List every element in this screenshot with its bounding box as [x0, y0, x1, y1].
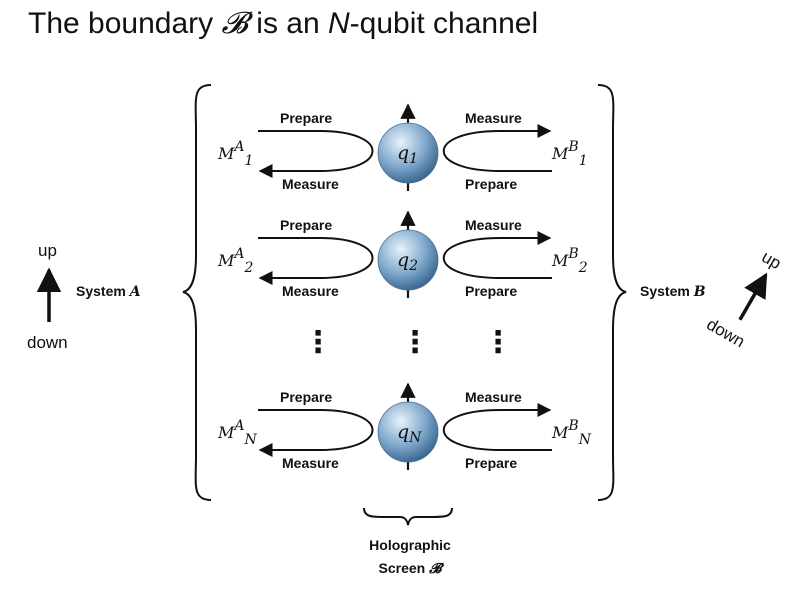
qubit-sphere: [377, 401, 439, 463]
left-bottom-label: Measure: [282, 176, 339, 192]
qubit-label: qN: [397, 421, 422, 446]
screen-label-line2: Screen 𝓑: [379, 560, 446, 577]
system-b-label: System B: [640, 283, 706, 300]
left-top-label: Prepare: [280, 217, 332, 233]
right-top-label: Measure: [465, 217, 522, 233]
left-top-label: Prepare: [280, 389, 332, 405]
right-loop-arrow: [442, 231, 552, 279]
left-loop-arrow: [258, 237, 374, 285]
left-down-label: down: [27, 333, 68, 352]
title-suffix: -qubit channel: [349, 7, 539, 40]
measurement-b-label: MB2: [551, 246, 588, 276]
right-bottom-label: Prepare: [465, 283, 517, 299]
left-bottom-label: Measure: [282, 455, 339, 471]
right-top-label: Measure: [465, 389, 522, 405]
left-loop-arrow: [258, 409, 374, 457]
diagram-title: The boundary 𝓑 is an N-qubit channel: [28, 6, 538, 41]
measurement-a-label: MA2: [217, 246, 254, 276]
title-middle: is an: [247, 7, 328, 40]
measurement-b-label: MB1: [551, 139, 588, 169]
qubit-label: q1: [397, 142, 418, 167]
right-up-label: up: [759, 247, 785, 273]
measurement-a-label: MA1: [217, 139, 253, 169]
right-bottom-label: Prepare: [465, 176, 517, 192]
qubit-sphere: [377, 122, 439, 184]
screen-brace: [363, 507, 453, 526]
right-top-label: Measure: [465, 110, 522, 126]
qubit-sphere: [377, 229, 439, 291]
left-loop-arrow: [258, 130, 374, 178]
screen-label-line1: Holographic: [369, 537, 451, 553]
measurement-b-label: MBN: [551, 418, 592, 448]
title-prefix: The boundary: [28, 7, 222, 40]
qubit-label: q2: [397, 249, 418, 274]
ellipsis-center: ⋮: [400, 325, 430, 360]
right-curly-brace: [597, 84, 627, 501]
right-loop-arrow: [442, 403, 552, 451]
right-bottom-label: Prepare: [465, 455, 517, 471]
measurement-a-label: MAN: [217, 418, 258, 448]
right-tilted-arrow-group: up down: [703, 247, 785, 351]
left-bottom-label: Measure: [282, 283, 339, 299]
right-loop-arrow: [442, 124, 552, 172]
left-curly-brace: [182, 84, 212, 501]
title-n: N: [327, 7, 350, 40]
title-symbol: 𝓑: [221, 6, 248, 41]
left-top-label: Prepare: [280, 110, 332, 126]
system-a-label: System A: [76, 283, 141, 300]
right-up-arrow: [738, 272, 768, 321]
ellipsis-left: ⋮: [303, 325, 333, 360]
ellipsis-right: ⋮: [483, 325, 513, 360]
left-up-label: up: [38, 241, 57, 260]
